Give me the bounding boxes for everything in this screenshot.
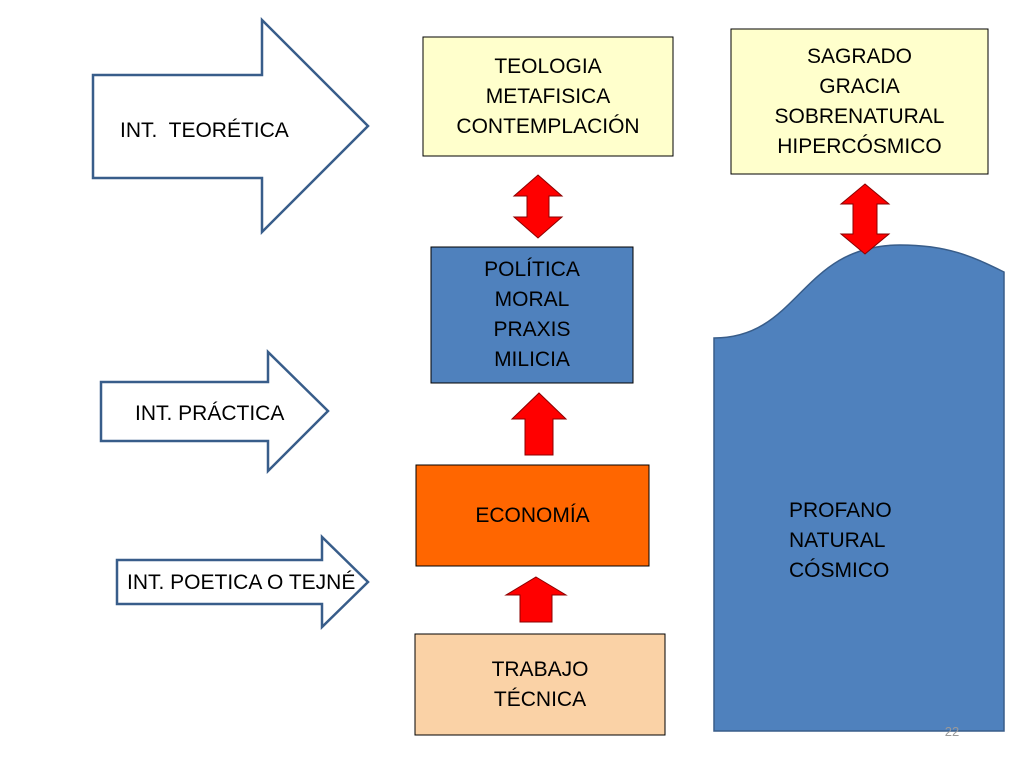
economy-line: ECONOMÍA: [475, 503, 590, 527]
cosmic-line: CÓSMICO: [789, 559, 890, 582]
profane-line: PROFANO: [789, 499, 892, 522]
poetic-arrow: [115, 534, 370, 630]
technique-line: TÉCNICA: [493, 687, 587, 711]
economy-box: [415, 464, 650, 567]
theology-box-text: TEOLOGIA METAFISICA CONTEMPLACIÓN: [423, 37, 673, 156]
politics-box: [430, 246, 634, 384]
economy-box-text: ECONOMÍA: [416, 465, 649, 566]
work-box-text: TRABAJO TÉCNICA: [415, 634, 665, 735]
militia-line: MILICIA: [494, 348, 570, 371]
theology-line: TEOLOGIA: [494, 54, 602, 78]
practical-label-text: INT. PRÁCTICA: [135, 402, 285, 425]
practical-label: INT. PRÁCTICA: [135, 397, 315, 431]
sacred-profane-double-arrow: [839, 183, 891, 255]
natural-line: NATURAL: [789, 529, 886, 552]
grace-line: GRACIA: [819, 74, 900, 98]
poetic-label: INT. POETICA O TEJNÉ: [127, 566, 357, 600]
sacred-line: SAGRADO: [806, 44, 913, 68]
contemplation-line: CONTEMPLACIÓN: [456, 114, 640, 138]
theoretical-label-text: INT. TEORÉTICA: [120, 119, 289, 142]
theology-box: [422, 36, 674, 157]
hypercosmic-line: HIPERCÓSMICO: [777, 134, 942, 158]
politics-line: POLÍTICA: [484, 258, 580, 281]
praxis-line: PRAXIS: [493, 318, 571, 341]
practical-arrow: [99, 349, 330, 475]
supernatural-line: SOBRENATURAL: [774, 104, 945, 128]
theology-politics-double-arrow: [512, 174, 564, 239]
slide-page-number: 22: [944, 724, 960, 739]
work-box: [414, 633, 666, 736]
work-line: TRABAJO: [491, 657, 589, 681]
metaphysics-line: METAFISICA: [485, 84, 611, 108]
profane-shape: [713, 244, 1005, 732]
work-to-economy-up-arrow: [504, 576, 568, 623]
sacred-box: [730, 28, 989, 175]
poetic-label-text: INT. POETICA O TEJNÉ: [127, 571, 356, 594]
theoretical-label: INT. TEORÉTICA: [120, 114, 320, 148]
economy-to-politics-up-arrow: [510, 392, 568, 456]
theoretical-arrow: [91, 16, 370, 236]
profane-text: PROFANO NATURAL CÓSMICO: [789, 494, 969, 588]
politics-box-text: POLÍTICA MORAL PRAXIS MILICIA: [431, 247, 633, 383]
moral-line: MORAL: [494, 288, 570, 311]
sacred-box-text: SAGRADO GRACIA SOBRENATURAL HIPERCÓSMICO: [731, 29, 988, 174]
